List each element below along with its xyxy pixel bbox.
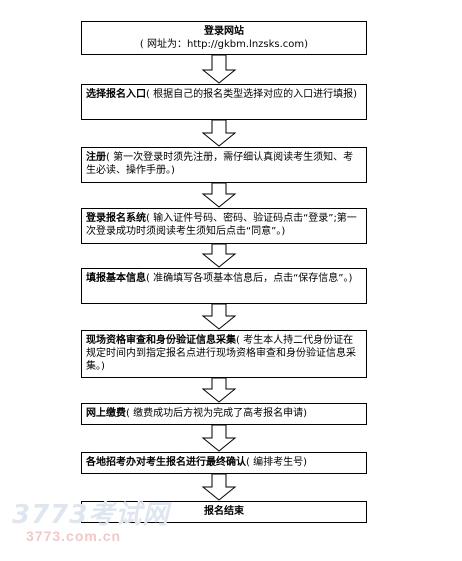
down-arrow-icon xyxy=(201,120,237,147)
step-title: 现场资格审查和身份验证信息采集 xyxy=(86,335,236,346)
step-title: 选择报名入口 xyxy=(86,89,146,100)
watermark-logo: 3773考试网 xyxy=(12,500,170,530)
step-desc: ( 考生本人持二代身份证在规定时间内到指定报名点进行现场资格审查和身份验证信息采… xyxy=(86,335,356,372)
step-box-final-confirm: 各地招考办对考生报名进行最终确认( 编排考生号) xyxy=(81,452,367,474)
step-title: 登录报名系统 xyxy=(86,213,146,224)
step-title: 注册 xyxy=(86,152,106,163)
step-desc: ( 根据自己的报名类型选择对应的入口进行填报) xyxy=(146,89,357,100)
step-box-login-system: 登录报名系统( 输入证件号码、密码、验证码点击“登录”;第一次登录成功时须阅读考… xyxy=(81,208,367,244)
down-arrow-icon xyxy=(201,183,237,208)
down-arrow-icon xyxy=(201,474,237,501)
step-box-login-website: 登录网站 ( 网址为：http://gkbm.lnzsks.com) xyxy=(81,21,367,55)
step-desc: ( 准确填写各项基本信息后，点击“保存信息”。) xyxy=(146,273,353,284)
step-box-finish: 报名结束 xyxy=(81,501,367,523)
step-desc: ( 输入证件号码、密码、验证码点击“登录”;第一次登录成功时须阅读考生须知后点击… xyxy=(86,213,357,237)
step-box-choose-entry: 选择报名入口( 根据自己的报名类型选择对应的入口进行填报) xyxy=(81,84,367,120)
step-title: 网上缴费 xyxy=(86,408,126,419)
down-arrow-icon xyxy=(201,425,237,452)
down-arrow-icon xyxy=(201,244,237,268)
step-box-onsite-review: 现场资格审查和身份验证信息采集( 考生本人持二代身份证在规定时间内到指定报名点进… xyxy=(81,330,367,378)
step-desc: ( 网址为：http://gkbm.lnzsks.com) xyxy=(139,39,309,50)
step-title: 填报基本信息 xyxy=(86,273,146,284)
step-box-register: 注册( 第一次登录时须先注册，需仔细认真阅读考生须知、考生必读、操作手册。) xyxy=(81,147,367,183)
step-title: 各地招考办对考生报名进行最终确认 xyxy=(86,457,246,468)
step-desc: ( 第一次登录时须先注册，需仔细认真阅读考生须知、考生必读、操作手册。) xyxy=(86,152,354,176)
down-arrow-icon xyxy=(201,304,237,330)
step-box-online-payment: 网上缴费( 缴费成功后方视为完成了高考报名申请) xyxy=(81,403,367,425)
down-arrow-icon xyxy=(201,378,237,403)
step-desc: ( 编排考生号) xyxy=(246,457,307,468)
step-title: 报名结束 xyxy=(204,506,244,517)
step-desc: ( 缴费成功后方视为完成了高考报名申请) xyxy=(126,408,307,419)
step-box-fill-info: 填报基本信息( 准确填写各项基本信息后，点击“保存信息”。) xyxy=(81,268,367,304)
down-arrow-icon xyxy=(201,55,237,84)
step-title: 登录网站 xyxy=(204,26,244,37)
watermark-url: 3773.com.cn xyxy=(26,528,122,544)
